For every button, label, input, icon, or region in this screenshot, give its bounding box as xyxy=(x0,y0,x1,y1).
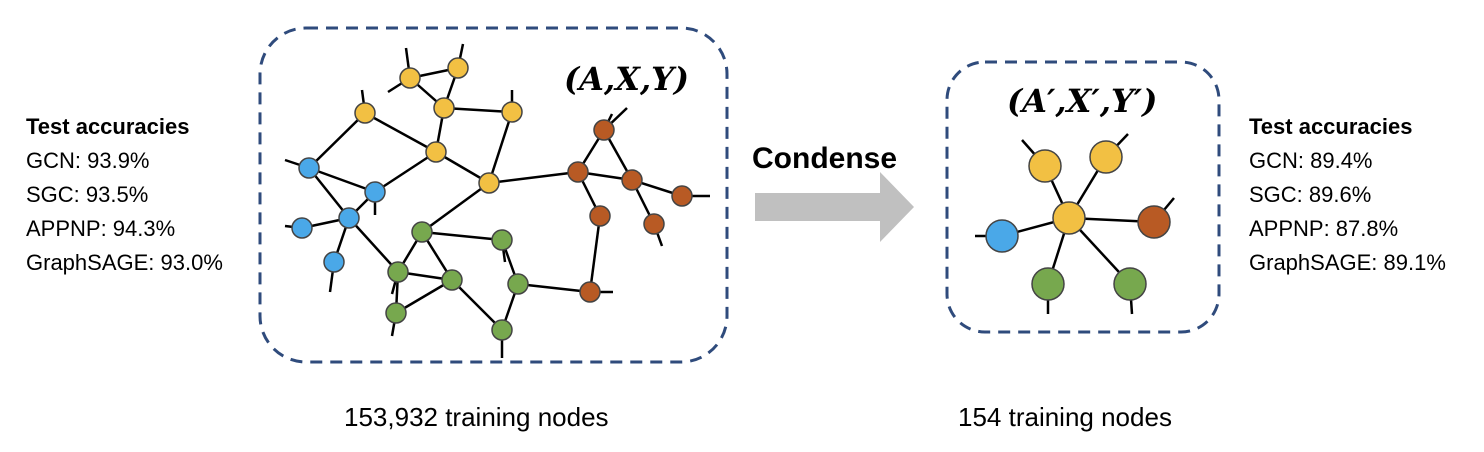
original-graph-node xyxy=(399,67,421,89)
condensed-graph-node xyxy=(1031,267,1065,301)
accuracy-line: GraphSAGE: 89.1% xyxy=(1249,250,1446,275)
original-graph-node xyxy=(567,161,589,183)
original-graph-node xyxy=(593,119,615,141)
condensed-graph-node xyxy=(1113,267,1147,301)
original-graph-panel xyxy=(258,26,729,364)
original-graph-node xyxy=(364,181,386,203)
condensed-graph-nodes xyxy=(985,140,1171,301)
condense-arrow xyxy=(755,172,914,242)
original-graph-edge xyxy=(488,170,579,185)
original-graph-node xyxy=(441,269,463,291)
original-graph-edge xyxy=(308,112,366,169)
accuracy-line: GCN: 93.9% xyxy=(26,148,150,173)
original-graph-node xyxy=(507,273,529,295)
original-graph-node xyxy=(323,251,345,273)
condensed-graph-node xyxy=(1028,149,1062,183)
condensed-graph-node xyxy=(1089,140,1123,174)
original-training-nodes-caption: 153,932 training nodes xyxy=(344,402,609,432)
original-graph-node xyxy=(411,221,433,243)
original-graph-node xyxy=(425,141,447,163)
original-graph-edge xyxy=(395,278,453,315)
original-graph-edge xyxy=(487,111,514,184)
condensed-graph-node xyxy=(1052,201,1086,235)
condense-label: Condense xyxy=(752,142,898,175)
accuracy-line: SGC: 93.5% xyxy=(26,182,149,207)
original-graph-node xyxy=(671,185,693,207)
original-graph-node xyxy=(385,302,407,324)
original-graph-edge xyxy=(308,166,376,194)
original-graph-node xyxy=(338,207,360,229)
condensed-graph-tuple: (A′,X′,Y′) xyxy=(1007,82,1158,120)
condensed-accuracies: Test accuracies GCN: 89.4% SGC: 89.6% AP… xyxy=(1249,110,1446,280)
original-graph-node xyxy=(447,57,469,79)
original-graph-edge xyxy=(421,181,490,234)
original-graph-edge xyxy=(443,106,513,114)
original-graph-node xyxy=(579,281,601,303)
original-graph-edge xyxy=(451,279,503,331)
original-graph-node xyxy=(433,97,455,119)
accuracies-title: Test accuracies xyxy=(26,114,190,139)
condensed-training-nodes-caption: 154 training nodes xyxy=(958,402,1172,432)
original-graph-node xyxy=(491,229,513,251)
condensed-graph-panel xyxy=(945,60,1221,334)
original-graph-nodes xyxy=(291,57,693,341)
original-graph-edge xyxy=(374,150,437,194)
accuracy-line: GCN: 89.4% xyxy=(1249,148,1373,173)
original-graph-edge xyxy=(588,215,602,293)
original-graph-node xyxy=(354,102,376,124)
original-graph-node xyxy=(643,213,665,235)
accuracy-line: APPNP: 94.3% xyxy=(26,216,176,241)
accuracy-line: APPNP: 87.8% xyxy=(1249,216,1399,241)
original-graph-node xyxy=(621,169,643,191)
accuracies-title: Test accuracies xyxy=(1249,114,1413,139)
condensed-graph-node xyxy=(985,219,1019,253)
original-graph-node xyxy=(501,101,523,123)
original-graph-node xyxy=(589,205,611,227)
accuracy-line: GraphSAGE: 93.0% xyxy=(26,250,223,275)
original-graph-edge xyxy=(421,230,503,242)
original-graph-node xyxy=(387,261,409,283)
accuracy-line: SGC: 89.6% xyxy=(1249,182,1372,207)
original-accuracies: Test accuracies GCN: 93.9% SGC: 93.5% AP… xyxy=(26,110,223,280)
original-graph-node xyxy=(298,157,320,179)
original-graph-edge xyxy=(348,217,399,273)
original-graph-tuple: (A,X,Y) xyxy=(564,60,690,98)
condensed-graph-node xyxy=(1137,205,1171,239)
original-graph-edge xyxy=(517,282,591,294)
original-graph-edge xyxy=(364,111,437,154)
original-graph-node xyxy=(491,319,513,341)
original-graph-node xyxy=(478,172,500,194)
original-graph-node xyxy=(291,217,313,239)
